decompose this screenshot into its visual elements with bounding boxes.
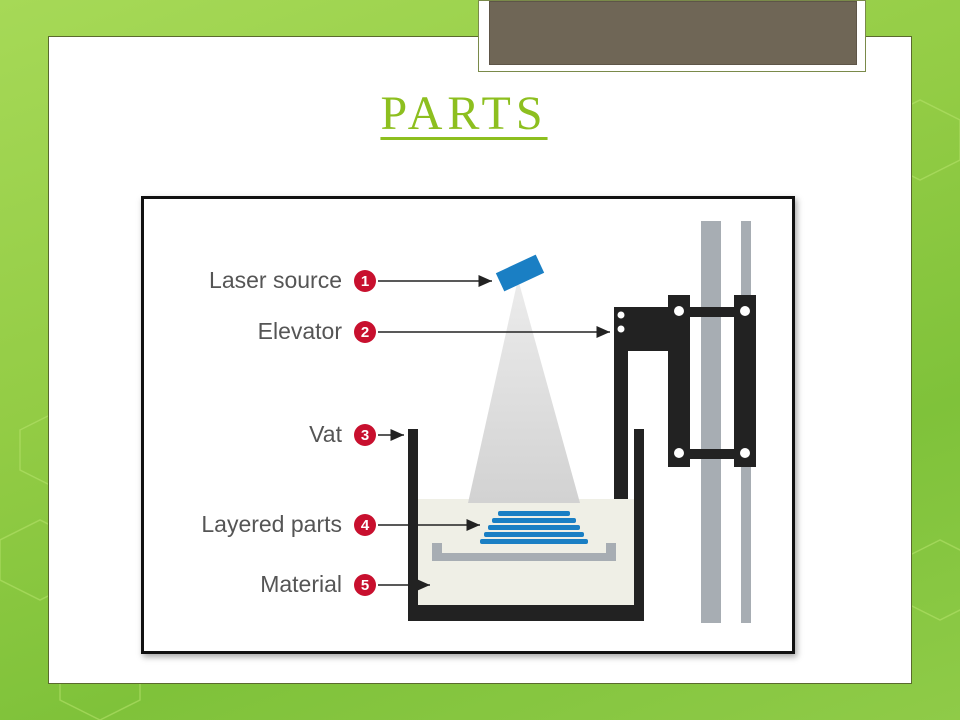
title-tab-block [489,1,857,65]
sla-diagram: Laser source 1 Elevator 2 Vat 3 Layered … [141,196,795,654]
title-tab-decoration [478,0,866,72]
svg-text:2: 2 [361,324,369,341]
page-title: PARTS [380,87,548,140]
label-elevator: Elevator 2 [258,318,610,344]
svg-text:Elevator: Elevator [258,318,343,344]
laser-beam [468,279,580,503]
svg-text:1: 1 [361,273,369,290]
layered-part [480,511,588,544]
svg-text:Material: Material [260,571,342,597]
svg-text:Laser source: Laser source [209,267,342,293]
material-fill [418,499,634,605]
label-vat: Vat 3 [309,421,404,447]
label-laser-source: Laser source 1 [209,267,492,293]
svg-text:Vat: Vat [309,421,342,447]
svg-text:4: 4 [361,517,370,534]
svg-text:5: 5 [361,577,369,594]
build-platform [432,543,616,561]
label-material: Material 5 [260,571,430,597]
label-layered-parts: Layered parts 4 [201,511,480,537]
svg-text:3: 3 [361,427,369,444]
laser-source-icon [495,254,545,292]
guide-rail-left [701,221,721,623]
svg-text:Layered parts: Layered parts [201,511,342,537]
elevator-carriage [668,295,756,467]
